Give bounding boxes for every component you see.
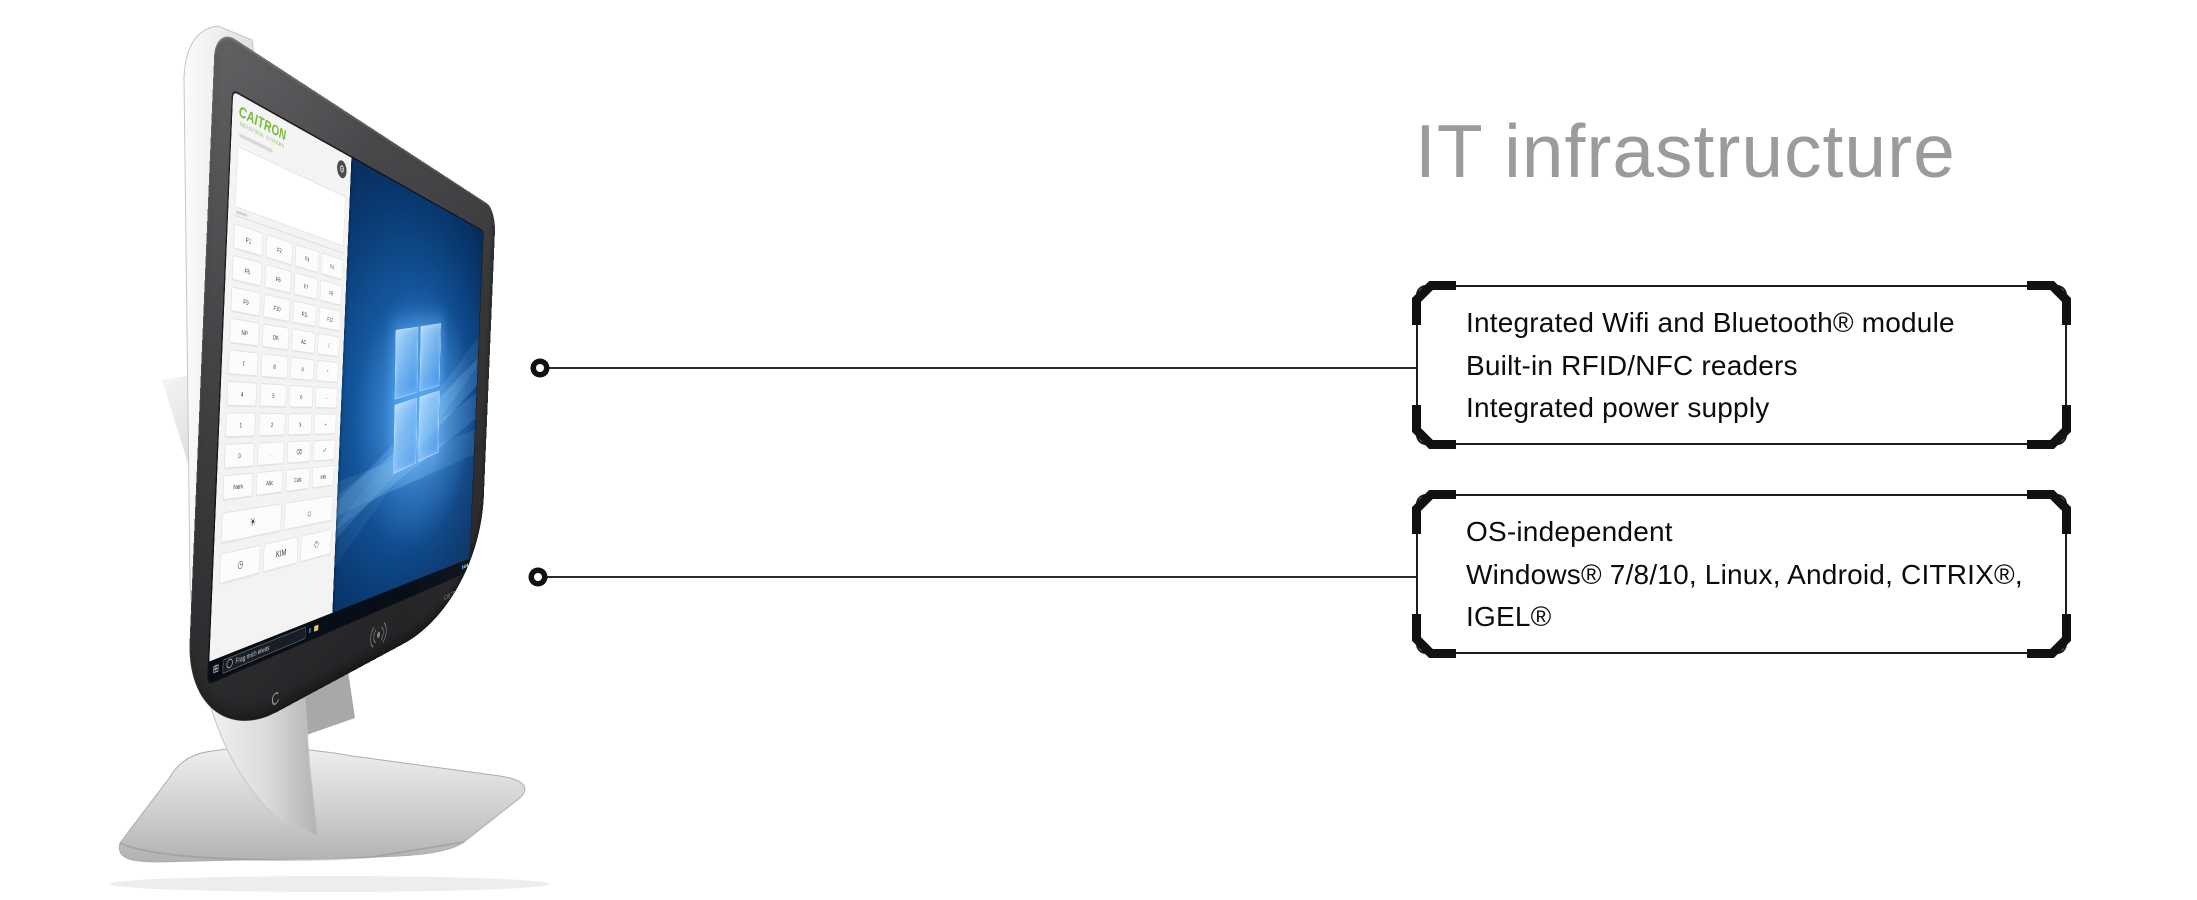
key-F6[interactable]: F6 <box>264 263 292 294</box>
key-8[interactable]: 8 <box>260 353 288 379</box>
key-F7[interactable]: F7 <box>293 272 318 300</box>
device-stand-illustration <box>110 25 550 892</box>
stand-base <box>118 747 526 863</box>
start-icon[interactable]: ⊞ <box>212 661 220 676</box>
key-F9[interactable]: F9 <box>230 286 261 317</box>
system-tray <box>461 563 468 570</box>
callout-box-os: OS-independent Windows® 7/8/10, Linux, A… <box>1412 490 2071 658</box>
key-6[interactable]: 6 <box>288 384 314 408</box>
key-AC[interactable]: AC <box>291 328 316 354</box>
key-7[interactable]: 7 <box>227 349 259 377</box>
callout-text-line: IGEL® <box>1466 601 1552 632</box>
key-F10[interactable]: F10 <box>263 293 291 322</box>
key--[interactable]: - <box>315 386 338 409</box>
key-5[interactable]: 5 <box>259 382 287 408</box>
edge-icon[interactable]: e <box>308 625 312 636</box>
bezel-logo-mark: C <box>271 687 280 712</box>
key-⌫[interactable]: ⌫ <box>286 440 312 464</box>
key-F2[interactable]: F2 <box>265 234 293 266</box>
key-Num[interactable]: Num <box>222 472 254 501</box>
callout-box-connectivity: Integrated Wifi and Bluetooth® module Bu… <box>1412 281 2071 449</box>
callout-text-line: Windows® 7/8/10, Linux, Android, CITRIX®… <box>1466 558 2023 590</box>
key-◷[interactable]: ◷ <box>219 544 261 585</box>
keypad-row: 0.⌫⏎ <box>223 439 336 469</box>
key-⏎[interactable]: ⏎ <box>313 439 336 462</box>
key-F5[interactable]: F5 <box>231 254 262 287</box>
windows-logo <box>393 323 441 474</box>
floor-shadow <box>110 876 550 892</box>
key-3[interactable]: 3 <box>287 413 313 436</box>
key-.[interactable]: . <box>256 441 285 467</box>
key-F3[interactable]: F3 <box>294 243 320 273</box>
key-KIM[interactable]: KIM <box>262 536 299 573</box>
key-4[interactable]: 4 <box>226 380 257 407</box>
callout-text-line: Built-in RFID/NFC readers <box>1466 349 1798 381</box>
key-Abc[interactable]: Abc <box>255 469 284 496</box>
key-F1[interactable]: F1 <box>233 223 264 257</box>
callout-text-line: Integrated Wifi and Bluetooth® module <box>1466 307 1955 338</box>
key-Calc[interactable]: Calc <box>285 467 310 492</box>
key-+[interactable]: + <box>314 413 337 435</box>
stand-base-rim <box>119 841 465 861</box>
key-☼[interactable]: ☼ <box>283 495 334 531</box>
key-9[interactable]: 9 <box>290 356 315 381</box>
key-/[interactable]: / <box>317 333 340 357</box>
key-F8[interactable]: F8 <box>319 279 342 306</box>
callout-text-line: Integrated power supply <box>1466 392 1770 423</box>
tray-icon[interactable] <box>461 565 464 570</box>
nfc-rfid-icon <box>369 619 388 652</box>
callout-text-line: OS-independent <box>1466 516 1673 547</box>
key-⏻[interactable]: ⏻ <box>300 528 332 563</box>
key-0[interactable]: 0 <box>223 442 255 469</box>
key-F4[interactable]: F4 <box>320 252 343 280</box>
key-Info[interactable]: Info <box>311 465 335 489</box>
key-NP[interactable]: NP <box>229 317 260 347</box>
key-2[interactable]: 2 <box>258 412 286 437</box>
key-*[interactable]: * <box>316 359 339 383</box>
section-title: IT infrastructure <box>1415 109 1956 193</box>
key-F12[interactable]: F12 <box>318 306 341 332</box>
tray-icon[interactable] <box>464 564 466 569</box>
key-OK[interactable]: OK <box>261 323 290 351</box>
key-1[interactable]: 1 <box>225 412 256 438</box>
key-☀[interactable]: ☀ <box>220 503 282 544</box>
tray-icon[interactable] <box>466 563 468 568</box>
folder-icon[interactable] <box>313 624 319 632</box>
key-F11[interactable]: F11 <box>292 300 317 327</box>
cortana-icon <box>226 657 234 670</box>
